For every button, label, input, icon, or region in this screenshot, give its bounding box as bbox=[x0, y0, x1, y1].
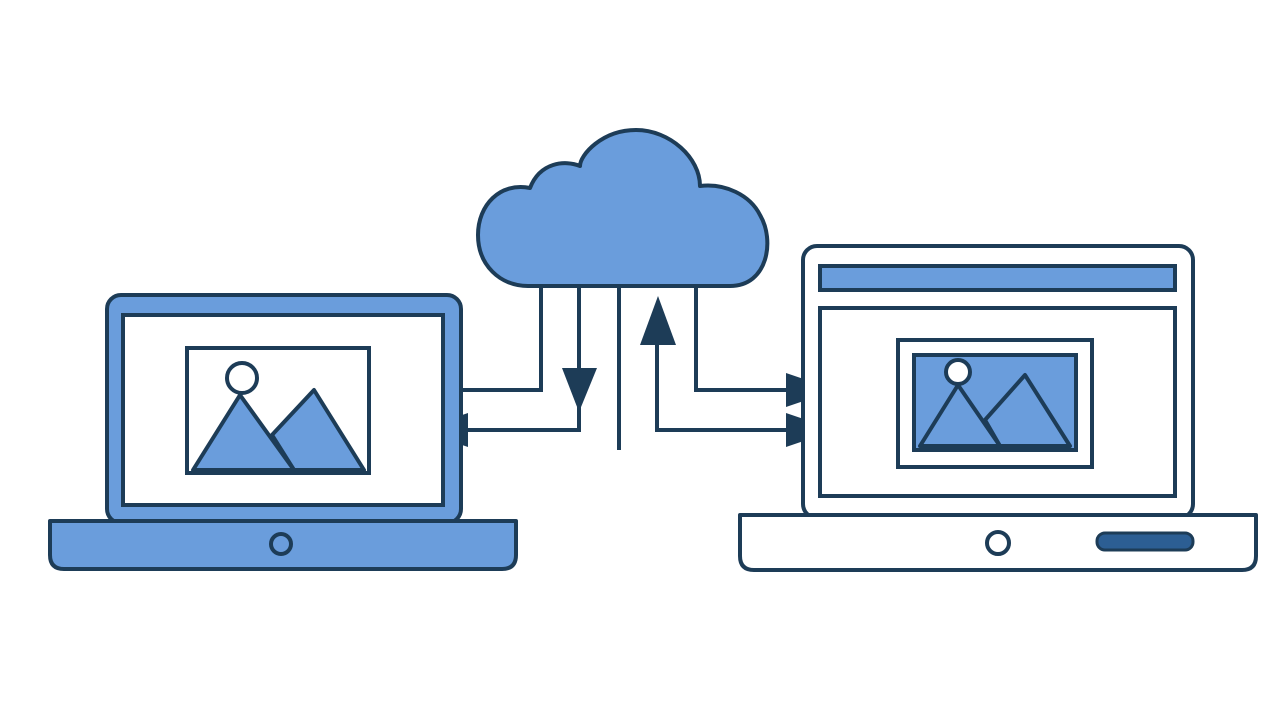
arrow-down-icon bbox=[562, 368, 597, 412]
image-icon bbox=[185, 346, 371, 475]
arrowheads bbox=[418, 296, 836, 447]
right-laptop-button bbox=[985, 530, 1011, 556]
left-laptop-button bbox=[269, 532, 293, 556]
sun-icon bbox=[944, 358, 972, 386]
mountain-large-icon bbox=[191, 393, 296, 472]
cloud-icon bbox=[476, 128, 770, 288]
arrow-up-icon bbox=[640, 296, 676, 345]
right-laptop-slot bbox=[1095, 531, 1195, 552]
sun-icon bbox=[225, 361, 259, 395]
right-laptop-icon bbox=[738, 244, 1258, 572]
image-icon bbox=[896, 338, 1094, 469]
mountain-large-icon bbox=[918, 383, 1002, 448]
right-screen-header-bar bbox=[818, 264, 1177, 292]
left-laptop-icon bbox=[48, 293, 518, 571]
